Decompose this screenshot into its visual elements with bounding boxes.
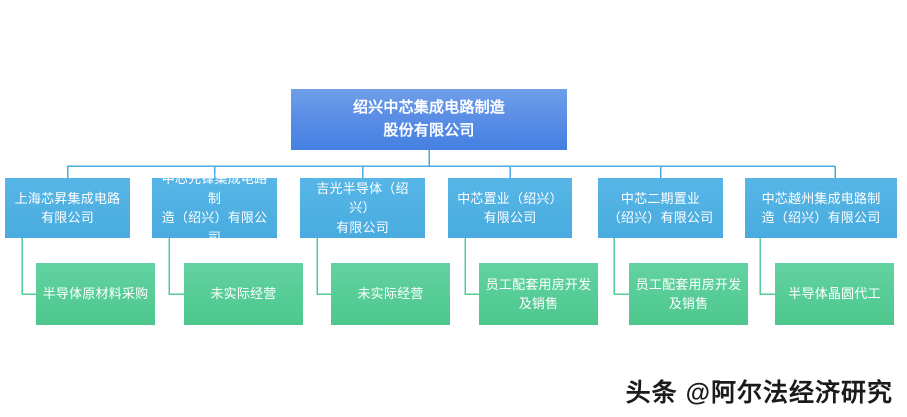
business-node-3-label: 未实际经营 [357,286,424,302]
business-node-1-label: 半导体原材料采购 [42,286,149,302]
subsidiary-node-4[interactable]: 中芯置业（绍兴） 有限公司 [448,178,572,238]
business-node-2-label: 未实际经营 [210,286,277,302]
business-node-6[interactable]: 半导体晶圆代工 [775,263,894,325]
business-node-2[interactable]: 未实际经营 [184,263,303,325]
subsidiary-node-3-label: 吉光半导体（绍兴） 有限公司 [316,180,409,235]
subsidiary-node-6[interactable]: 中芯越州集成电路制 造（绍兴）有限公司 [745,178,897,238]
subsidiary-node-5[interactable]: 中芯二期置业 （绍兴）有限公司 [598,178,723,238]
subsidiary-node-1[interactable]: 上海芯昇集成电路 有限公司 [5,178,130,238]
business-node-4[interactable]: 员工配套用房开发 及销售 [479,263,598,325]
connector-elbow-3 [316,238,331,295]
business-node-4-label: 员工配套用房开发 及销售 [485,276,592,312]
subsidiary-node-3[interactable]: 吉光半导体（绍兴） 有限公司 [300,178,425,238]
subsidiary-node-6-label: 中芯越州集成电路制 造（绍兴）有限公司 [761,190,881,226]
watermark: 头条 @阿尔法经济研究 [625,379,893,407]
business-node-1[interactable]: 半导体原材料采购 [36,263,155,325]
subsidiary-node-2[interactable]: 中芯先锋集成电路制 造（绍兴）有限公司 [152,171,277,245]
connector-elbow-5 [613,238,629,295]
subsidiary-node-4-label: 中芯置业（绍兴） 有限公司 [457,190,563,226]
business-node-5-label: 员工配套用房开发 及销售 [635,276,742,312]
subsidiary-node-5-label: 中芯二期置业 （绍兴）有限公司 [607,190,714,226]
root-node[interactable]: 绍兴中芯集成电路制造 股份有限公司 [291,89,567,150]
business-node-5[interactable]: 员工配套用房开发 及销售 [629,263,748,325]
connector-elbow-6 [759,238,775,295]
subsidiary-node-2-label: 中芯先锋集成电路制 造（绍兴）有限公司 [161,171,268,245]
root-node-label: 绍兴中芯集成电路制造 股份有限公司 [352,99,505,139]
business-node-3[interactable]: 未实际经营 [331,263,450,325]
subsidiary-node-1-label: 上海芯昇集成电路 有限公司 [14,190,121,226]
connector-elbow-4 [464,238,479,295]
connector-elbow-1 [21,238,36,295]
business-node-6-label: 半导体晶圆代工 [788,286,881,302]
